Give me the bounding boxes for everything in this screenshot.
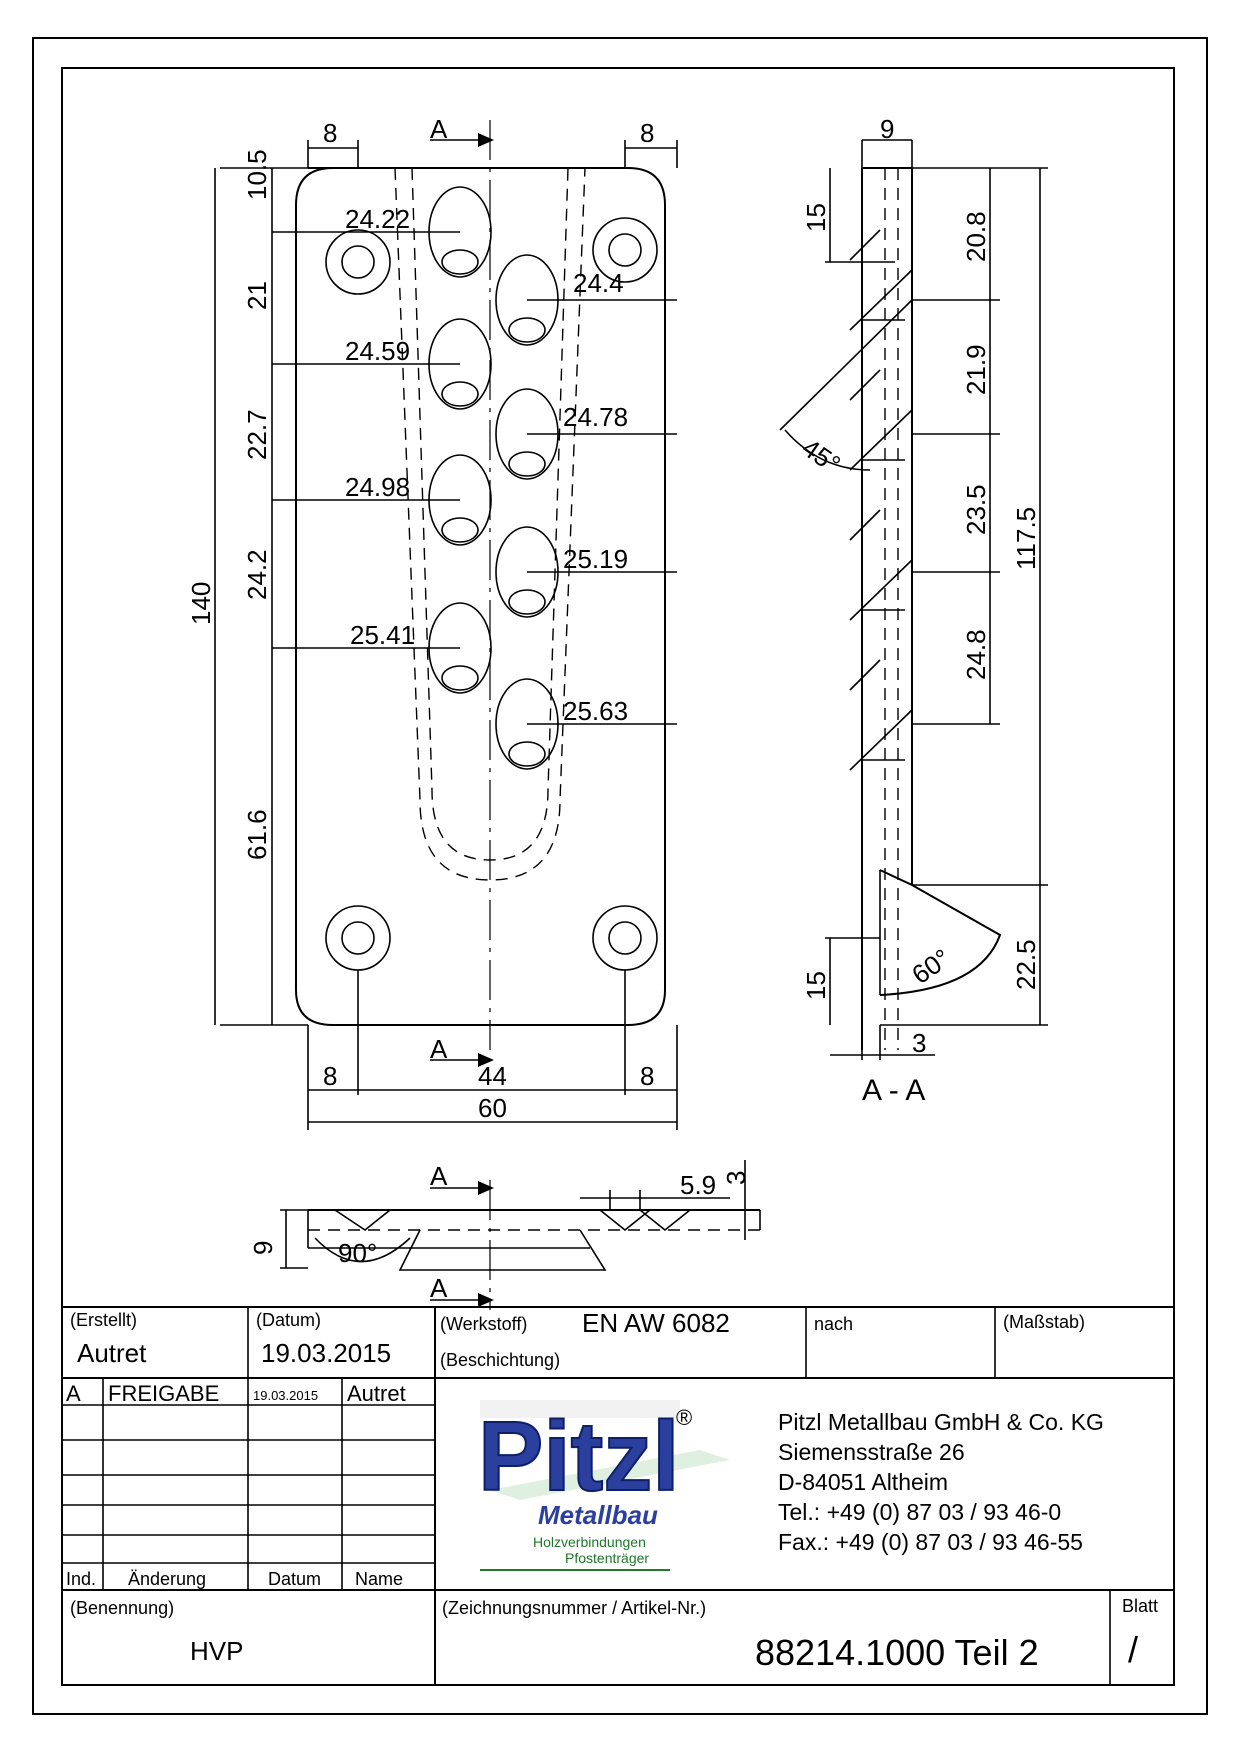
dim-left-1: 10.5 (242, 149, 272, 200)
rev-header-ind: Ind. (66, 1569, 96, 1589)
angle-45-line (779, 299, 913, 431)
top-view-angle-arc (314, 1237, 411, 1263)
dim-left-3: 22.7 (242, 409, 272, 460)
company-name: Pitzl Metallbau GmbH & Co. KG (778, 1409, 1104, 1435)
offset-2: 24.4 (573, 268, 624, 298)
rev-name: Autret (347, 1381, 406, 1406)
top-dim-3: 3 (721, 1171, 751, 1185)
offset-8: 25.63 (563, 696, 628, 726)
section-title: A - A (862, 1074, 925, 1107)
outer-frame (32, 37, 1208, 1715)
company-logo: Pitzl ® Metallbau Holzverbindungen Pfost… (477, 1400, 730, 1571)
sec-dim-20-8: 20.8 (961, 211, 991, 262)
inner-frame (61, 67, 1175, 1686)
dim-bottom-left: 8 (323, 1061, 337, 1091)
slot-outline (394, 167, 586, 881)
offset-6: 25.19 (563, 544, 628, 574)
offset-3: 24.59 (345, 336, 410, 366)
company-street: Siemensstraße 26 (778, 1439, 965, 1465)
dim-left-2: 21 (242, 281, 272, 310)
dim-overall-height: 140 (186, 582, 216, 625)
label-datum: (Datum) (256, 1310, 321, 1330)
top-section-marker-bottom: A (430, 1273, 448, 1303)
sec-dim-15-bottom: 15 (801, 971, 831, 1000)
rev-header-datum: Datum (268, 1569, 321, 1589)
offset-5: 24.98 (345, 472, 410, 502)
sec-dim-117-5: 117.5 (1011, 507, 1041, 570)
title-block: (Erstellt) Autret (Datum) 19.03.2015 (We… (62, 1306, 1174, 1685)
top-dim-90: 90° (338, 1238, 377, 1268)
top-view-wedge (398, 1229, 607, 1271)
logo-text: Pitzl (478, 1401, 679, 1511)
rev-header-aenderung: Änderung (128, 1569, 206, 1589)
dim-top-right: 8 (640, 118, 654, 148)
dim-top-left: 8 (323, 118, 337, 148)
value-zeichnungsnummer: 88214.1000 Teil 2 (755, 1632, 1039, 1673)
dim-bottom-44: 44 (478, 1061, 507, 1091)
value-datum: 19.03.2015 (261, 1338, 391, 1368)
angle-45: 45° (797, 432, 846, 479)
section-marker-top: A (430, 114, 448, 144)
top-dim-5-9: 5.9 (680, 1170, 716, 1200)
section-view: 45° 60° A - A 9 15 20.8 21.9 23.5 117.5 … (779, 114, 1048, 1107)
company-tel: Tel.: +49 (0) 87 03 / 93 46-0 (778, 1499, 1061, 1525)
value-erstellt: Autret (77, 1338, 147, 1368)
section-wedge (879, 869, 1002, 996)
rev-ind: A (66, 1381, 81, 1406)
sec-dim-24-8: 24.8 (961, 629, 991, 680)
dim-bottom-60: 60 (478, 1093, 507, 1123)
dim-left-5: 61.6 (242, 809, 272, 860)
label-blatt: Blatt (1122, 1596, 1158, 1616)
dim-bottom-right: 8 (640, 1061, 654, 1091)
label-zeichnungsnummer: (Zeichnungsnummer / Artikel-Nr.) (442, 1598, 706, 1618)
top-section-marker-top: A (430, 1161, 448, 1191)
section-marker-bottom: A (430, 1034, 448, 1064)
rev-aenderung: FREIGABE (108, 1381, 219, 1406)
value-werkstoff: EN AW 6082 (582, 1308, 730, 1338)
top-view-countersinks (334, 1209, 691, 1232)
sec-dim-3: 3 (912, 1028, 926, 1058)
slot-inner (411, 167, 569, 861)
offset-4: 24.78 (563, 402, 628, 432)
label-werkstoff: (Werkstoff) (440, 1314, 527, 1334)
value-blatt: / (1128, 1629, 1138, 1670)
label-beschichtung: (Beschichtung) (440, 1350, 560, 1370)
oval-holes (428, 186, 559, 770)
sec-dim-15-top: 15 (801, 203, 831, 232)
plate-outline (295, 167, 666, 1026)
logo-tag-2: Pfostenträger (565, 1550, 649, 1566)
rev-header-name: Name (355, 1569, 403, 1589)
value-benennung: HVP (190, 1636, 243, 1666)
label-massstab: (Maßstab) (1003, 1312, 1085, 1332)
label-erstellt: (Erstellt) (70, 1310, 137, 1330)
logo-tag-1: Holzverbindungen (533, 1534, 646, 1550)
label-nach: nach (814, 1314, 853, 1334)
company-city: D-84051 Altheim (778, 1469, 948, 1495)
sec-dim-22-5: 22.5 (1011, 939, 1041, 990)
front-view: A A 8 8 140 10.5 21 22.7 24.2 61.6 24.22… (186, 114, 678, 1130)
top-view: 90° 9 A A 5.9 3 (248, 1160, 761, 1310)
offset-7: 25.41 (350, 620, 415, 650)
section-barbs (849, 269, 913, 771)
offset-1: 24.22 (345, 204, 410, 234)
top-dim-9: 9 (248, 1241, 278, 1255)
section-barbs-small (849, 229, 881, 691)
sec-dim-21-9: 21.9 (961, 344, 991, 395)
mounting-holes (325, 217, 658, 971)
angle-45-arc (784, 429, 871, 471)
logo-subtitle: Metallbau (538, 1500, 658, 1530)
sec-dim-23-5: 23.5 (961, 484, 991, 535)
company-fax: Fax.: +49 (0) 87 03 / 93 46-55 (778, 1529, 1083, 1555)
section-arrows (430, 133, 494, 1067)
sec-dim-9: 9 (880, 114, 894, 144)
dim-left-4: 24.2 (242, 549, 272, 600)
logo-registered: ® (676, 1405, 692, 1430)
label-benennung: (Benennung) (70, 1598, 174, 1618)
rev-datum: 19.03.2015 (253, 1388, 318, 1403)
